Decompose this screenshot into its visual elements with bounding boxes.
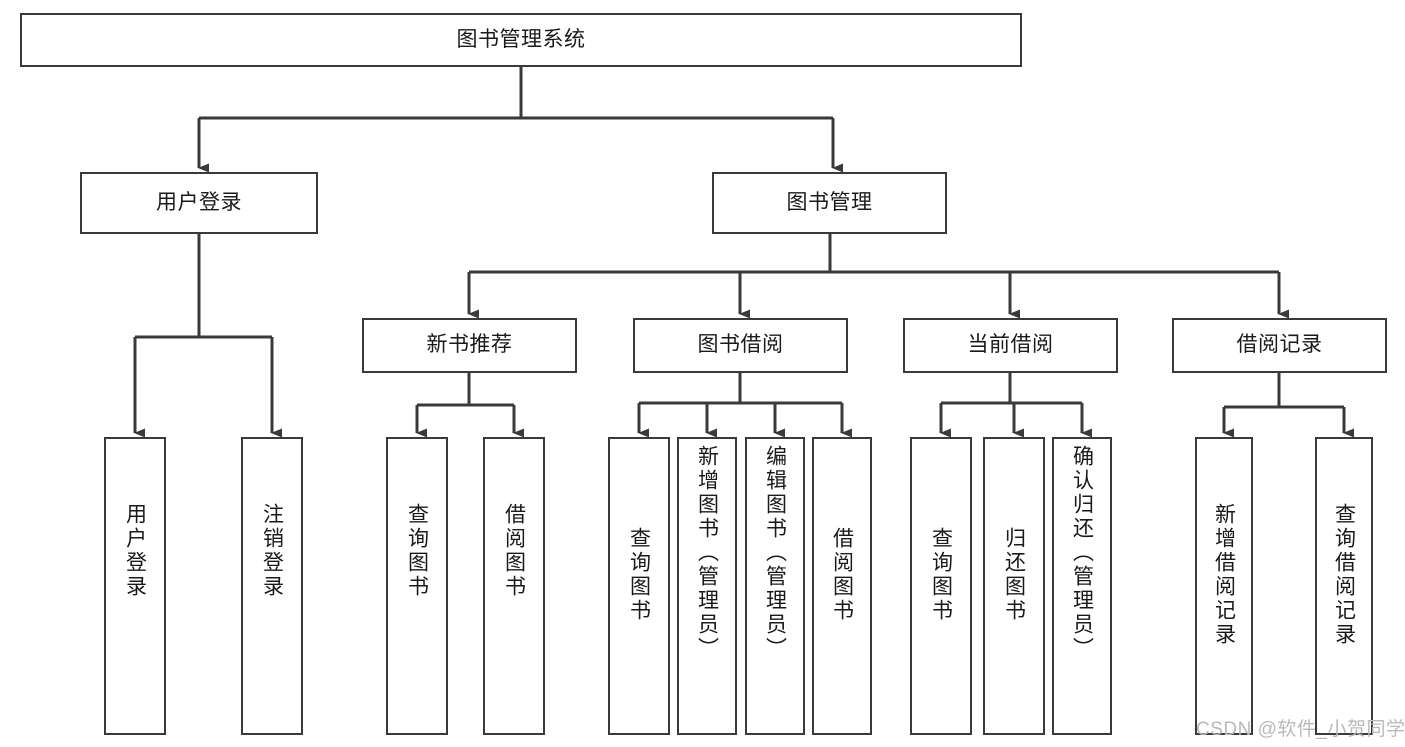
- node-leaf-borrow-books-2[interactable]: 借阅图书: [812, 437, 872, 735]
- node-leaf-query-borrow-record-label: 查询借阅记录: [1332, 503, 1356, 647]
- node-leaf-add-book-admin[interactable]: 新增图书（管理员）: [677, 437, 737, 735]
- node-user-login[interactable]: 用户登录: [80, 172, 318, 234]
- node-leaf-query-books-2-label: 查询图书: [627, 527, 651, 623]
- node-leaf-add-borrow-record-label: 新增借阅记录: [1212, 503, 1236, 647]
- node-borrow-records[interactable]: 借阅记录: [1172, 318, 1387, 373]
- node-leaf-query-books-3-label: 查询图书: [929, 527, 953, 623]
- node-leaf-confirm-return-admin-label: 确认归还（管理员）: [1070, 445, 1094, 661]
- node-current-borrow[interactable]: 当前借阅: [903, 318, 1118, 373]
- node-current-borrow-label: 当前借阅: [967, 333, 1054, 357]
- node-leaf-logout-label: 注销登录: [260, 503, 284, 599]
- node-user-login-label: 用户登录: [156, 190, 242, 214]
- node-leaf-add-book-admin-label: 新增图书（管理员）: [695, 445, 719, 661]
- node-leaf-add-borrow-record[interactable]: 新增借阅记录: [1195, 437, 1253, 735]
- watermark: CSDN @软件_小贺同学: [1196, 719, 1405, 740]
- node-leaf-borrow-books-1[interactable]: 借阅图书: [483, 437, 545, 735]
- node-leaf-query-books-1[interactable]: 查询图书: [386, 437, 448, 735]
- node-leaf-query-books-2[interactable]: 查询图书: [608, 437, 670, 735]
- node-leaf-user-login[interactable]: 用户登录: [104, 437, 166, 735]
- node-root-label: 图书管理系统: [456, 27, 586, 51]
- node-root[interactable]: 图书管理系统: [20, 13, 1022, 67]
- node-new-book-recommend-label: 新书推荐: [426, 333, 513, 357]
- node-leaf-borrow-books-1-label: 借阅图书: [502, 503, 526, 599]
- node-leaf-query-books-1-label: 查询图书: [405, 503, 429, 599]
- node-borrow-records-label: 借阅记录: [1236, 333, 1323, 357]
- node-leaf-edit-book-admin[interactable]: 编辑图书（管理员）: [745, 437, 805, 735]
- node-book-borrow[interactable]: 图书借阅: [633, 318, 848, 373]
- node-leaf-logout[interactable]: 注销登录: [241, 437, 303, 735]
- node-leaf-borrow-books-2-label: 借阅图书: [830, 527, 854, 623]
- node-book-management[interactable]: 图书管理: [712, 172, 947, 234]
- node-leaf-confirm-return-admin[interactable]: 确认归还（管理员）: [1052, 437, 1112, 735]
- node-new-book-recommend[interactable]: 新书推荐: [362, 318, 577, 373]
- node-book-management-label: 图书管理: [786, 190, 873, 214]
- node-leaf-query-books-3[interactable]: 查询图书: [910, 437, 972, 735]
- node-leaf-return-books-label: 归还图书: [1002, 527, 1026, 623]
- node-book-borrow-label: 图书借阅: [697, 333, 784, 357]
- node-leaf-user-login-label: 用户登录: [123, 503, 147, 599]
- node-leaf-return-books[interactable]: 归还图书: [983, 437, 1045, 735]
- node-leaf-edit-book-admin-label: 编辑图书（管理员）: [763, 445, 787, 661]
- node-leaf-query-borrow-record[interactable]: 查询借阅记录: [1315, 437, 1373, 735]
